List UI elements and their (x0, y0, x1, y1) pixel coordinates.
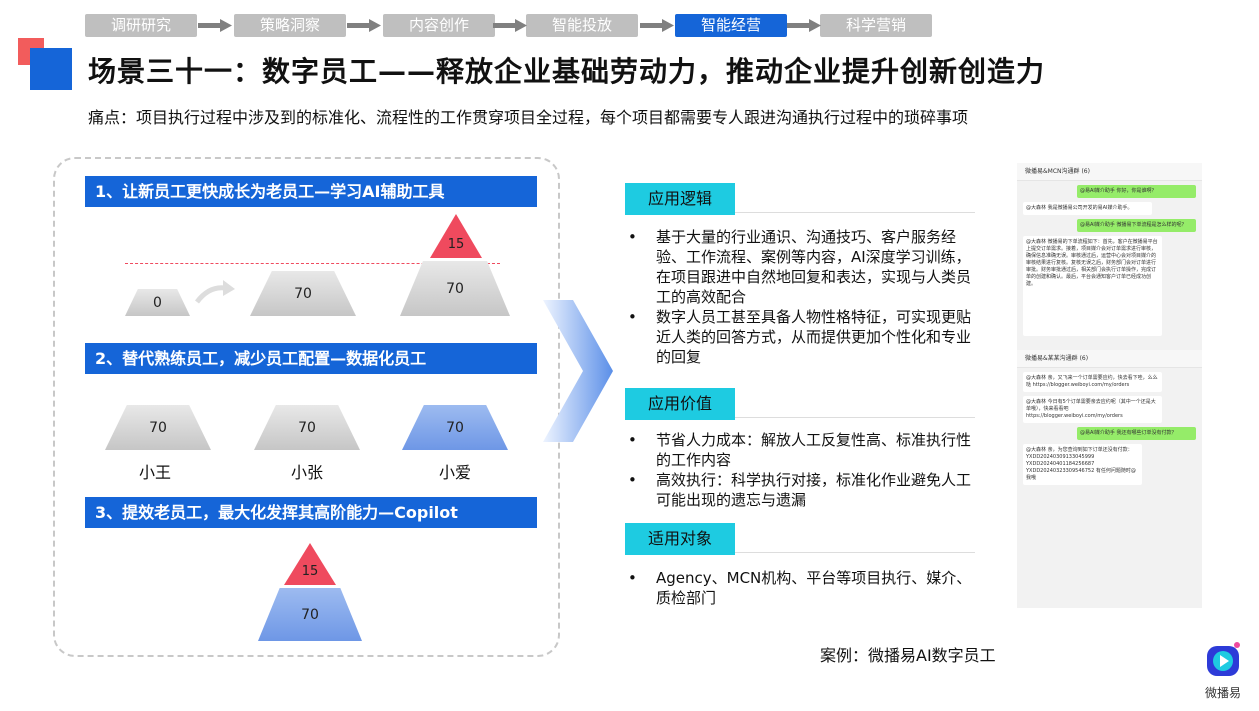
tag-logic: 应用逻辑 (625, 183, 735, 215)
chat-group-title: 微播易&MCN沟通群 (6) (1017, 163, 1202, 181)
page-title: 场景三十一：数字员工——释放企业基础劳动力，推动企业提升创新创造力 (88, 55, 1046, 88)
chat-message: @易AI媒介助手 我还有哪些订单没有付款？ (1077, 427, 1196, 440)
divider (735, 552, 975, 553)
chevron-right-icon (543, 300, 613, 442)
case-caption: 案例：微播易AI数字员工 (820, 646, 996, 665)
chat-message: @大森林 我是微播易公司开发的易AI媒介助手。 (1023, 202, 1152, 215)
value-list: 节省人力成本：解放人工反复性高、标准执行性的工作内容 高效执行：科学执行对接，标… (628, 430, 983, 510)
list-item: Agency、MCN机构、平台等项目执行、媒介、质检部门 (628, 568, 983, 608)
step-marketing[interactable]: 科学营销 (820, 14, 932, 37)
list-item: 基于大量的行业通识、沟通技巧、客户服务经验、工作流程、案例等内容，AI深度学习训… (628, 227, 983, 307)
step-delivery[interactable]: 智能投放 (526, 14, 638, 37)
chat-message: @易AI媒介助手 你好，你是谁啊？ (1077, 185, 1196, 198)
chat-screenshot: 微播易&MCN沟通群 (6) @易AI媒介助手 你好，你是谁啊？ @大森林 我是… (1017, 163, 1202, 608)
logo-icon (1207, 642, 1240, 676)
list-item: 节省人力成本：解放人工反复性高、标准执行性的工作内容 (628, 430, 983, 470)
section-2-header: 2、替代熟练员工，减少员工配置—数据化员工 (85, 343, 537, 374)
tag-value: 应用价值 (625, 388, 735, 420)
employee-name: 小爱 (439, 463, 472, 482)
chat-message: @大森林 亲，为您查询到如下订单还没有付款：YXDD20240309133045… (1023, 444, 1142, 485)
divider (735, 212, 975, 213)
step-strategy[interactable]: 策略洞察 (234, 14, 346, 37)
step-content[interactable]: 内容创作 (383, 14, 495, 37)
section-3-header: 3、提效老员工，最大化发挥其高阶能力—Copilot (85, 497, 537, 528)
logic-list: 基于大量的行业通识、沟通技巧、客户服务经验、工作流程、案例等内容，AI深度学习训… (628, 227, 983, 367)
pain-point: 痛点：项目执行过程中涉及到的标准化、流程性的工作贯穿项目全过程，每个项目都需要专… (88, 108, 969, 127)
employee-name: 小张 (291, 463, 324, 482)
chat-group-title: 微播易&某某沟通群 (6) (1017, 350, 1202, 368)
dashed-line (125, 263, 500, 264)
arrow-right-icon (493, 19, 527, 32)
list-item: 高效执行：科学执行对接，标准化作业避免人工可能出现的遗忘与遗漏 (628, 470, 983, 510)
target-list: Agency、MCN机构、平台等项目执行、媒介、质检部门 (628, 568, 983, 608)
arrow-right-icon (347, 19, 381, 32)
pyramid-base: 0 (125, 286, 190, 316)
divider (735, 417, 975, 418)
arrow-right-icon (640, 19, 674, 32)
step-operation[interactable]: 智能经营 (675, 14, 787, 37)
list-item: 数字人员工甚至具备人物性格特征，可实现更贴近人类的回答方式，从而提供更加个性化和… (628, 307, 983, 367)
curved-arrow-icon (195, 280, 235, 304)
chat-message: @易AI媒介助手 微播易下单流程是怎么样的呢？ (1077, 219, 1196, 232)
tag-target: 适用对象 (625, 523, 735, 555)
chat-message: @大森林 今日有5个订单需要亲去应约呢（其中一个还是大单哦），快来看看吧 htt… (1023, 396, 1162, 423)
brand-logo: 微播易 (1197, 640, 1249, 701)
arrow-right-icon (198, 19, 232, 32)
step-research[interactable]: 调研研究 (85, 14, 197, 37)
arrow-right-icon (787, 19, 821, 32)
logo-text: 微播易 (1204, 686, 1241, 700)
chat-message: @大森林 亲，又飞来一个订单需要应约，快去看下哇，么么哒 https://blo… (1023, 372, 1162, 392)
decor-blue-square (30, 48, 72, 90)
chat-message: @大森林 微播易的下单流程如下：首先，客户在微播易平台上提交订单需求。接着，项目… (1023, 236, 1162, 336)
section-1-header: 1、让新员工更快成长为老员工—学习AI辅助工具 (85, 176, 537, 207)
employee-name: 小王 (139, 463, 172, 482)
left-panel (53, 157, 560, 657)
